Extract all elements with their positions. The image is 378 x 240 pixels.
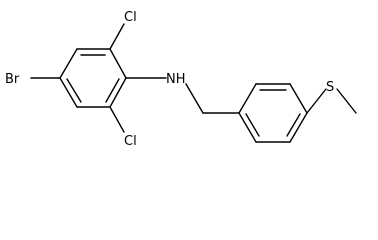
atom-label-br: Br: [5, 72, 20, 87]
bond-n-ch2: [185, 83, 204, 114]
bond-r3-r4: [289, 83, 308, 114]
bond-c1-c2: [109, 48, 127, 79]
atom-label-cl-top: Cl: [124, 10, 137, 25]
double-bond-r6-r1: [245, 113, 260, 137]
bond-c3-c4: [59, 48, 78, 79]
bond-ring-s: [306, 88, 327, 114]
bond-c4-c5: [59, 77, 78, 108]
bond-r1-r2: [238, 83, 257, 114]
bond-c2-cl-top: [109, 23, 125, 50]
atom-label-cl-bottom: Cl: [124, 134, 137, 149]
bond-c6-cl-bottom: [109, 106, 125, 133]
bond-r6-r1: [238, 112, 257, 143]
right-benzene-ring: [238, 83, 308, 143]
chemical-structure-diagram: Cl Br NH Cl S: [5, 10, 357, 149]
bond-c6-c1: [109, 77, 127, 108]
double-bond-c4-c5: [66, 78, 82, 103]
atom-label-nh: NH: [166, 72, 186, 87]
bond-r4-r5: [289, 112, 308, 143]
double-bond-c6-c1: [105, 78, 120, 103]
bond-s-ch3: [336, 88, 357, 114]
double-bond-r4-r5: [286, 113, 301, 137]
left-benzene-ring: [59, 48, 127, 108]
atom-label-s: S: [326, 80, 334, 95]
